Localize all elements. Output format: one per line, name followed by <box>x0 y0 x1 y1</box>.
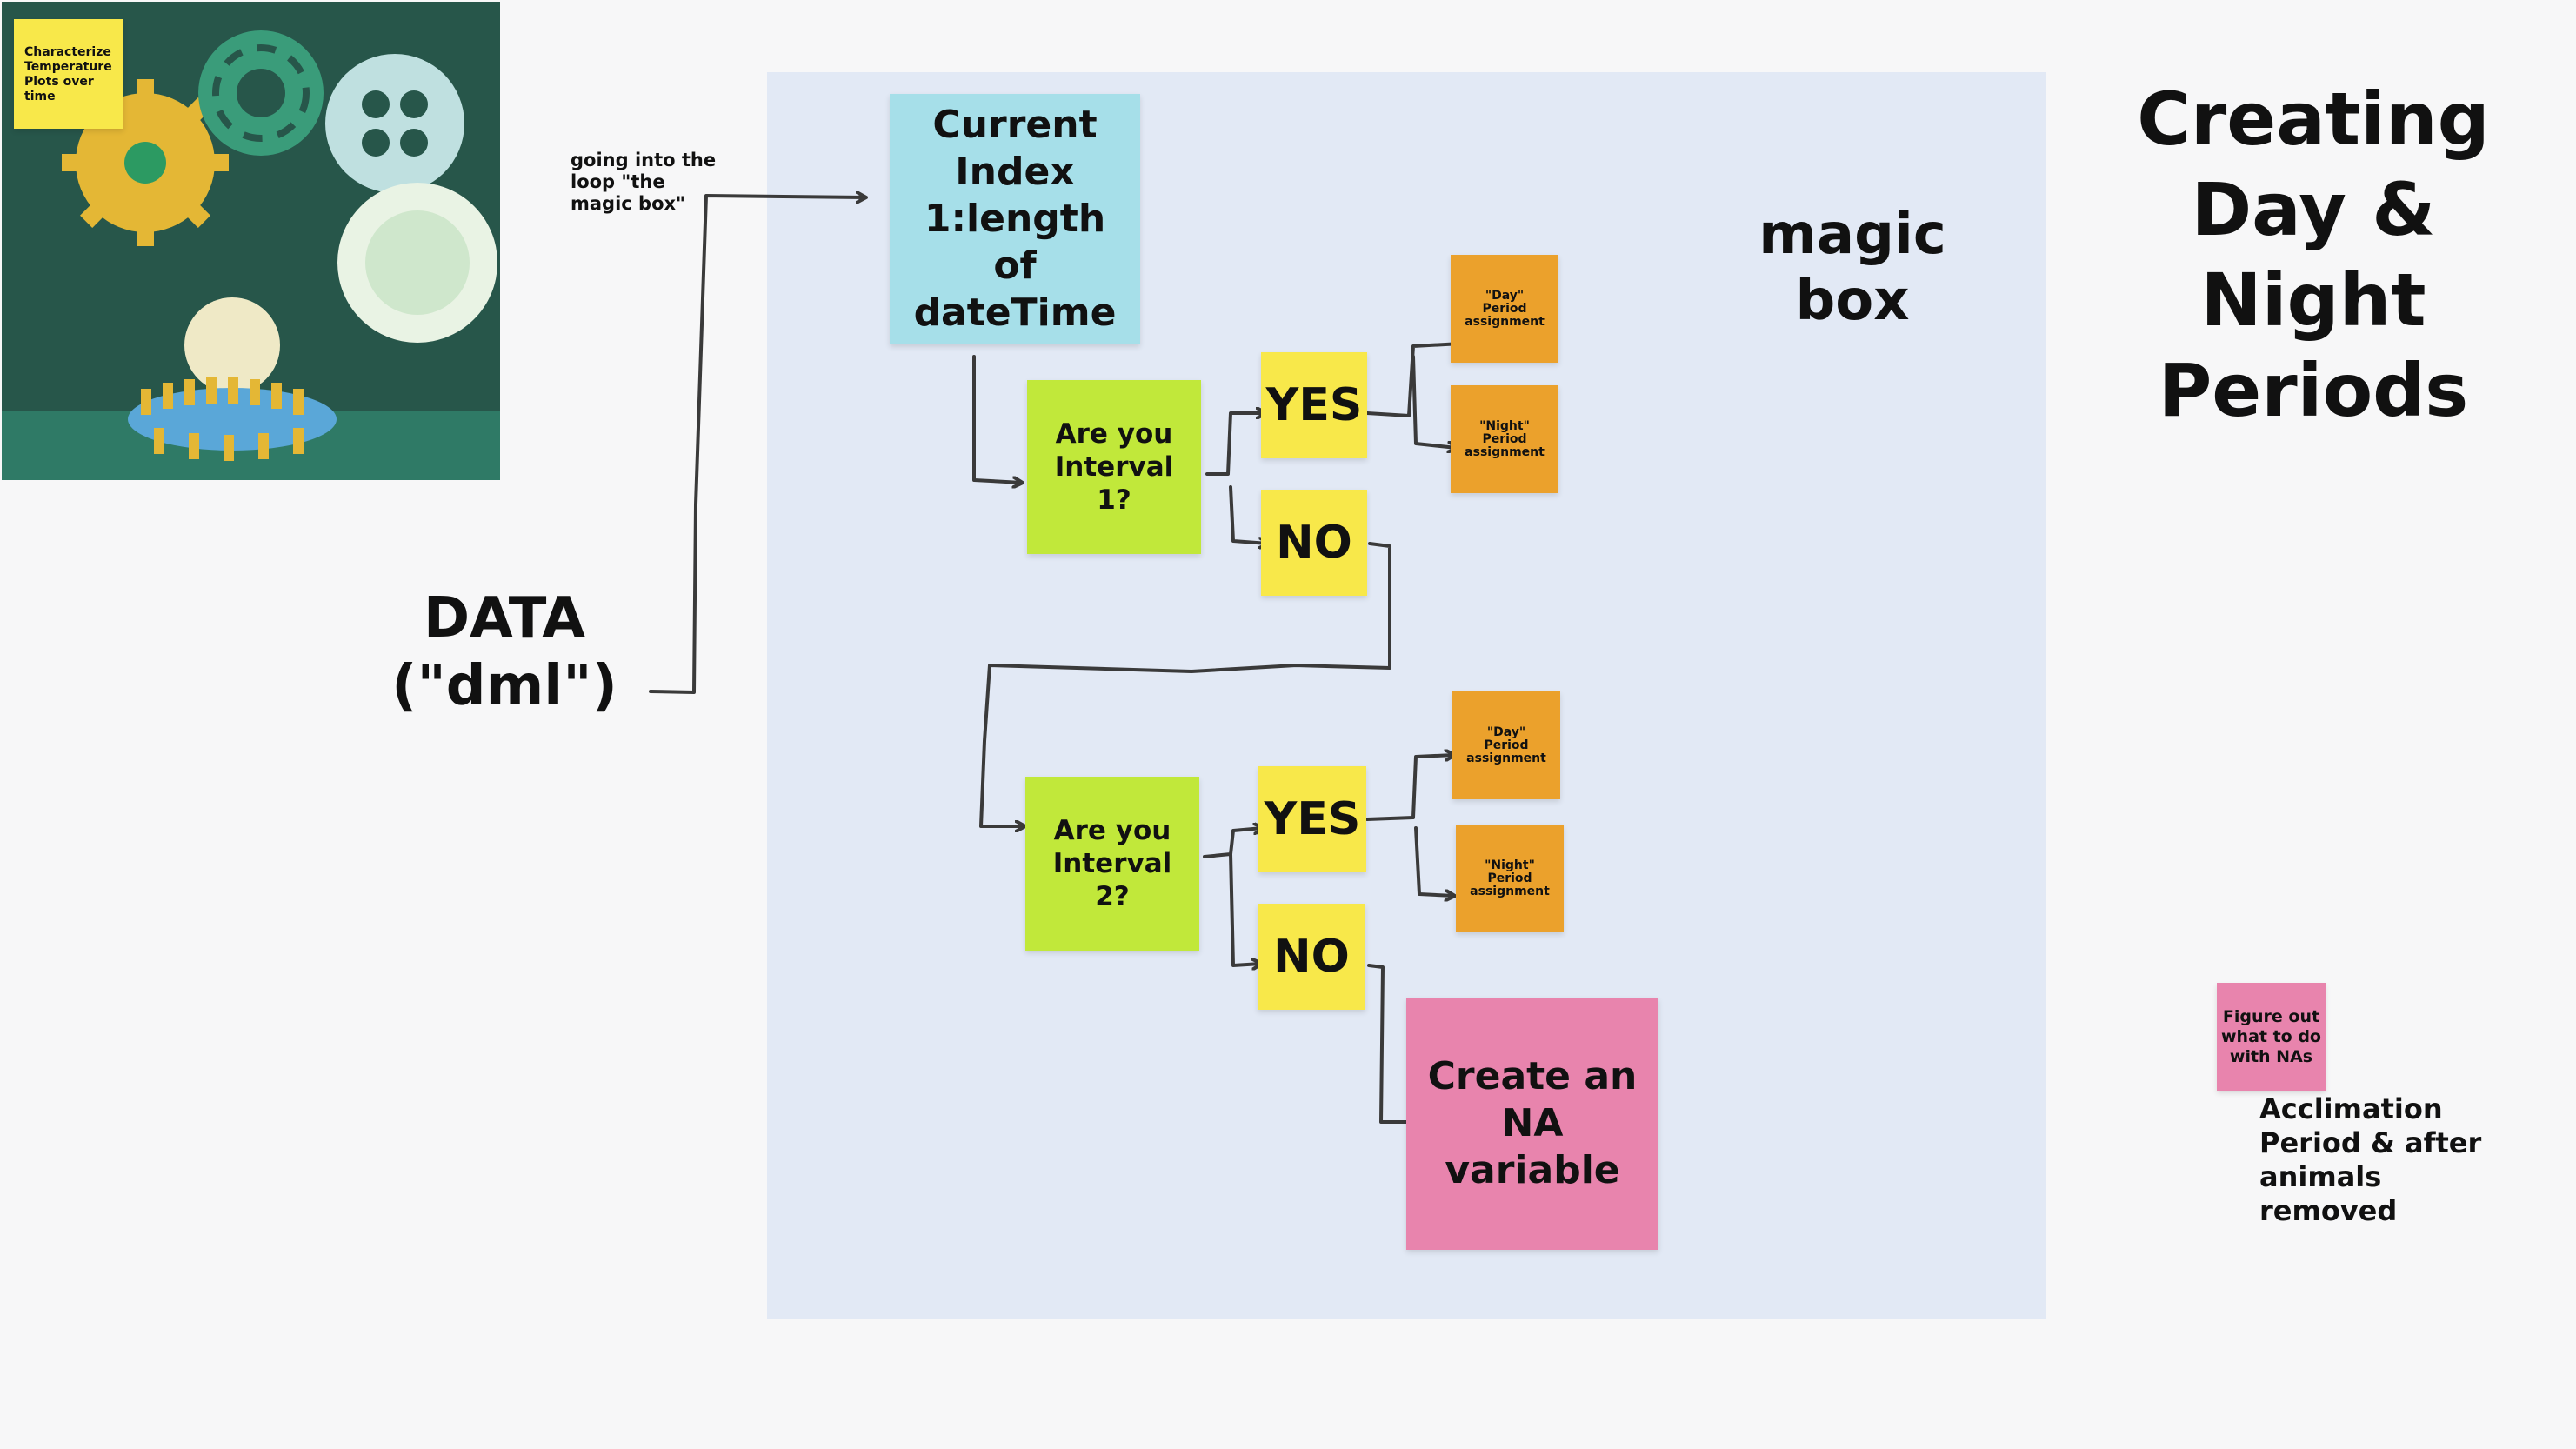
acclimation-caption: Acclimation Period & after animals remov… <box>2259 1092 2482 1227</box>
interval-2-question: Are you Interval 2? <box>1025 777 1199 951</box>
no-label-1: NO <box>1276 517 1352 569</box>
na-todo-sticky: Figure out what to do with NAs <box>2217 983 2326 1091</box>
page-title: Creating Day & Night Periods <box>2137 77 2490 433</box>
magic-box-label: magic box <box>1758 203 1946 333</box>
current-index-box: Current Index 1:length of dateTime <box>890 94 1140 344</box>
yes-box-2: YES <box>1258 766 1366 872</box>
current-index-text: Current Index 1:length of dateTime <box>913 103 1117 335</box>
no-box-1: NO <box>1261 490 1367 596</box>
yes-label-1: YES <box>1265 379 1363 431</box>
day-assignment-1-text: "Day" Period assignment <box>1465 288 1545 329</box>
interval-1-question: Are you Interval 1? <box>1027 380 1201 554</box>
night-assignment-1-text: "Night" Period assignment <box>1465 418 1545 459</box>
night-assignment-1: "Night" Period assignment <box>1451 385 1558 493</box>
gears-illustration <box>2 2 500 480</box>
yes-box-1: YES <box>1261 352 1367 458</box>
na-variable-box: Create an NA variable <box>1406 998 1658 1250</box>
interval-2-text: Are you Interval 2? <box>1052 815 1172 912</box>
day-assignment-2-text: "Day" Period assignment <box>1466 724 1546 765</box>
data-label: DATA ("dml") <box>391 586 617 718</box>
image-sticky-note: Characterize Temperature Plots over time <box>14 19 123 129</box>
interval-1-text: Are you Interval 1? <box>1054 418 1174 516</box>
loop-note: going into the loop "the magic box" <box>571 150 717 214</box>
yes-label-2: YES <box>1264 793 1361 845</box>
na-todo-text: Figure out what to do with NAs <box>2220 1006 2321 1066</box>
night-assignment-2-text: "Night" Period assignment <box>1470 858 1550 898</box>
image-sticky-text: Characterize Temperature Plots over time <box>24 45 112 104</box>
no-box-2: NO <box>1258 904 1365 1010</box>
na-variable-text: Create an NA variable <box>1427 1054 1638 1192</box>
day-assignment-2: "Day" Period assignment <box>1452 691 1560 799</box>
night-assignment-2: "Night" Period assignment <box>1456 825 1564 932</box>
no-label-2: NO <box>1273 931 1350 983</box>
day-assignment-1: "Day" Period assignment <box>1451 255 1558 363</box>
